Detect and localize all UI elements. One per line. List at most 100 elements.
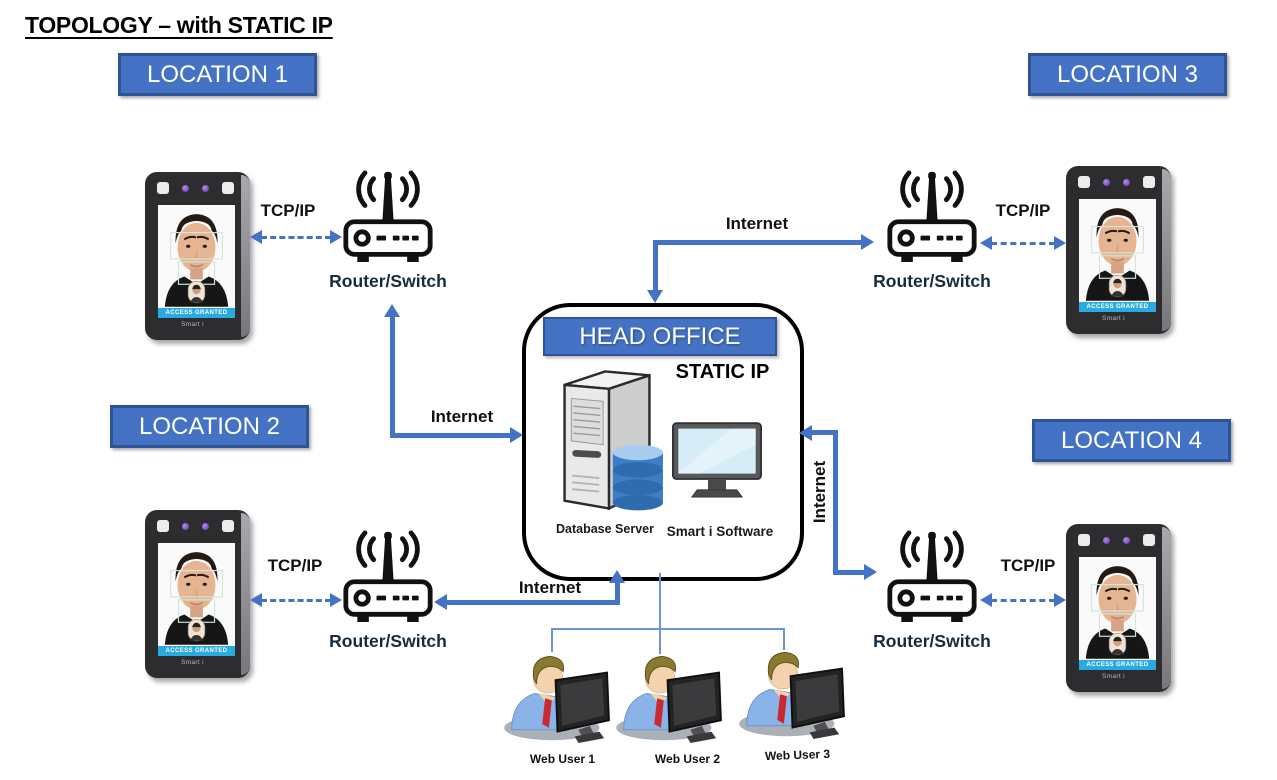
face-photo-icon	[1079, 200, 1156, 301]
internet-link-2-horizontal	[447, 600, 619, 605]
web-user-icon	[739, 651, 845, 740]
tcpip-label-4: TCP/IP	[1000, 556, 1056, 575]
webuser-branch-line	[551, 628, 785, 630]
dashed-line	[261, 236, 331, 239]
access-granted-bar: ACCESS GRANTED	[1079, 302, 1156, 312]
location-4-label: LOCATION 4	[1032, 419, 1231, 462]
internet-link-1-vertical	[390, 315, 395, 437]
camera-flash-icon	[157, 182, 169, 194]
internet-link-4-vertical	[833, 430, 838, 575]
device-screen: ACCESS GRANTED	[158, 205, 235, 318]
dashed-line	[991, 242, 1055, 245]
arrowhead-left-icon	[250, 230, 262, 244]
webuser-drop-line-3	[783, 628, 785, 650]
webuser-drop-line-1	[551, 628, 553, 652]
access-granted-bar: ACCESS GRANTED	[1079, 660, 1156, 670]
device-side-edge	[241, 513, 250, 675]
page-title: TOPOLOGY – with STATIC IP	[25, 12, 333, 38]
arrowhead-left-icon	[434, 594, 447, 610]
router-icon	[343, 170, 433, 262]
internet-label-1: Internet	[430, 407, 494, 426]
web-user-label-1: Web User 1	[529, 752, 596, 766]
router-label-1: Router/Switch	[329, 271, 447, 291]
device-camera-row	[1078, 533, 1155, 547]
device-brand-logo: Smart i	[181, 659, 204, 666]
router-icon	[887, 170, 977, 262]
software-monitor-icon	[672, 422, 762, 498]
router-label-3: Router/Switch	[873, 271, 991, 291]
tcpip-label-1: TCP/IP	[260, 201, 316, 220]
web-user-label-3: Web User 3	[764, 746, 831, 764]
internet-link-4-horizontal-b	[833, 570, 866, 575]
camera-lens-icon	[182, 184, 189, 192]
location-3-label: LOCATION 3	[1028, 53, 1227, 96]
arrowhead-down-icon	[647, 290, 663, 303]
arrowhead-right-icon	[1054, 236, 1066, 250]
internet-label-3: Internet	[725, 214, 789, 233]
arrowhead-left-icon	[980, 236, 992, 250]
tcpip-dashed-arrow-3	[980, 236, 1066, 252]
camera-flash-icon	[1078, 534, 1090, 546]
camera-lens-icon	[182, 522, 189, 530]
access-granted-bar: ACCESS GRANTED	[158, 646, 235, 656]
camera-lens-icon	[1123, 536, 1130, 544]
webuser-trunk-line	[659, 573, 661, 629]
tcpip-dashed-arrow-2	[250, 593, 342, 609]
device-screen: ACCESS GRANTED	[158, 543, 235, 656]
internet-link-3-horizontal	[653, 240, 863, 245]
tcpip-label-2: TCP/IP	[267, 556, 323, 575]
location-1-label: LOCATION 1	[118, 53, 317, 96]
internet-link-4-horizontal-a	[811, 430, 838, 435]
face-terminal-device-4: ACCESS GRANTED Smart i	[1066, 524, 1171, 692]
arrowhead-right-icon	[510, 427, 523, 443]
device-side-edge	[241, 175, 250, 337]
device-brand-logo: Smart i	[1102, 673, 1125, 680]
dashed-line	[991, 599, 1055, 602]
camera-flash-icon	[1143, 176, 1155, 188]
arrowhead-right-icon	[864, 564, 877, 580]
internet-label-4: Internet	[810, 460, 829, 524]
device-brand-logo: Smart i	[181, 321, 204, 328]
arrowhead-up-icon	[384, 304, 400, 317]
router-label-2: Router/Switch	[329, 631, 447, 651]
web-user-icon	[616, 655, 722, 744]
arrowhead-left-icon	[799, 425, 812, 441]
device-camera-row	[157, 181, 234, 195]
camera-lens-icon	[1103, 536, 1110, 544]
tcpip-dashed-arrow-1	[250, 230, 342, 246]
internet-link-1-horizontal	[390, 433, 512, 438]
face-terminal-device-2: ACCESS GRANTED Smart i	[145, 510, 250, 678]
router-icon	[343, 530, 433, 622]
dashed-line	[261, 599, 331, 602]
camera-flash-icon	[1143, 534, 1155, 546]
device-camera-row	[1078, 175, 1155, 189]
router-label-4: Router/Switch	[873, 631, 991, 651]
camera-lens-icon	[202, 184, 209, 192]
location-2-label: LOCATION 2	[110, 405, 309, 448]
access-granted-bar: ACCESS GRANTED	[158, 308, 235, 318]
device-screen: ACCESS GRANTED	[1079, 557, 1156, 670]
arrowhead-right-icon	[330, 593, 342, 607]
camera-lens-icon	[202, 522, 209, 530]
internet-link-2-vertical	[615, 581, 620, 605]
camera-flash-icon	[222, 520, 234, 532]
tcpip-dashed-arrow-4	[980, 593, 1066, 609]
device-side-edge	[1162, 527, 1171, 689]
static-ip-label: STATIC IP	[675, 361, 770, 383]
face-terminal-device-3: ACCESS GRANTED Smart i	[1066, 166, 1171, 334]
camera-flash-icon	[222, 182, 234, 194]
device-camera-row	[157, 519, 234, 533]
face-terminal-device-1: ACCESS GRANTED Smart i	[145, 172, 250, 340]
arrowhead-right-icon	[861, 234, 874, 250]
arrowhead-left-icon	[250, 593, 262, 607]
software-label: Smart i Software	[666, 524, 774, 539]
camera-lens-icon	[1103, 178, 1110, 186]
arrowhead-right-icon	[1054, 593, 1066, 607]
router-icon	[887, 530, 977, 622]
head-office-title: HEAD OFFICE	[543, 317, 777, 356]
web-user-icon	[504, 655, 610, 744]
internet-link-3-vertical	[653, 240, 658, 292]
device-side-edge	[1162, 169, 1171, 331]
database-cylinders	[612, 444, 663, 511]
